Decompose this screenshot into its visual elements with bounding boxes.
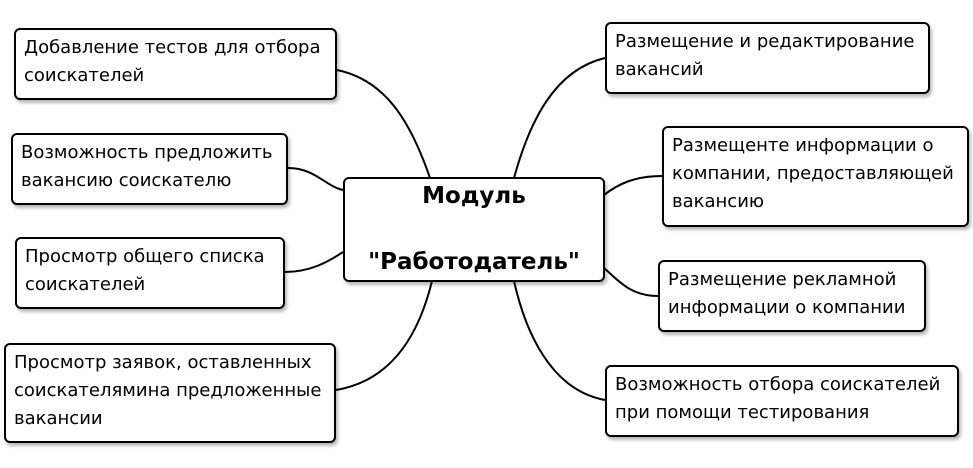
node-view-candidates: Просмотр общего списка соискателей xyxy=(15,237,285,309)
node-company-info: Размещенте информации о компании, предос… xyxy=(662,126,969,227)
connector-left-4 xyxy=(335,280,433,391)
connector-right-3 xyxy=(603,267,659,297)
connector-right-1 xyxy=(513,57,606,179)
node-test-selection: Возможность отбора соискателей при помощ… xyxy=(605,365,959,437)
central-node-subtitle: "Работодатель" xyxy=(368,249,580,275)
connector-right-2 xyxy=(603,175,663,196)
connector-left-1 xyxy=(336,69,431,179)
central-node: Модуль "Работодатель" xyxy=(343,177,605,282)
node-post-vacancies: Размещение и редактирование вакансий xyxy=(605,22,930,94)
central-node-title: Модуль xyxy=(422,183,526,209)
connector-right-4 xyxy=(513,280,606,401)
node-offer-vacancy: Возможность предложить вакансию соискате… xyxy=(11,133,288,205)
node-view-applications: Просмотр заявок, оставленных соискателям… xyxy=(4,343,336,443)
node-advertising-info: Размещение рекламной информации о компан… xyxy=(658,260,926,332)
node-add-tests: Добавление тестов для отбора соискателей xyxy=(14,28,337,100)
connector-left-3 xyxy=(284,251,344,273)
connector-left-2 xyxy=(287,167,344,191)
